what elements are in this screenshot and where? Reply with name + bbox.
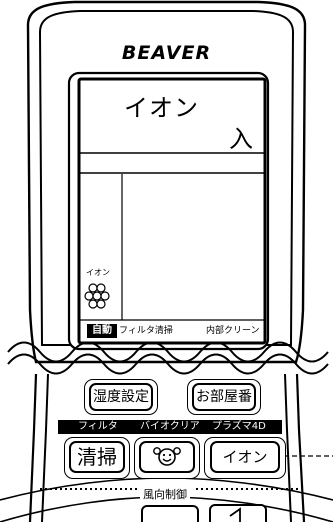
inner-clean-indicator: 内部クリーン [206, 326, 260, 336]
bio-clear-button[interactable] [139, 441, 195, 473]
wind-direction-label: 風向制御 [140, 486, 190, 502]
brand-logo: BEAVER [121, 42, 212, 64]
room-guard-button[interactable]: お部屋番 [192, 383, 256, 411]
bio-clear-label: バイオクリア [140, 421, 200, 432]
filter-label: フィルタ [78, 421, 118, 432]
humidity-setting-button[interactable]: 湿度設定 [89, 383, 153, 411]
lcd-ion-label: イオン [86, 268, 110, 277]
plasma-label: プラズマ4D [212, 421, 266, 432]
ion-cluster-icon [84, 283, 110, 309]
lcd-mode-text: イオン [124, 94, 199, 122]
filter-clean-indicator: フィルタ清掃 [119, 326, 173, 336]
smiley-face-icon [153, 447, 181, 466]
ion-button[interactable]: イオン [210, 441, 280, 473]
lcd-status-text: 入 [229, 125, 253, 153]
auto-badge: 自動 [87, 324, 117, 338]
clean-button[interactable]: 清掃 [69, 441, 125, 473]
